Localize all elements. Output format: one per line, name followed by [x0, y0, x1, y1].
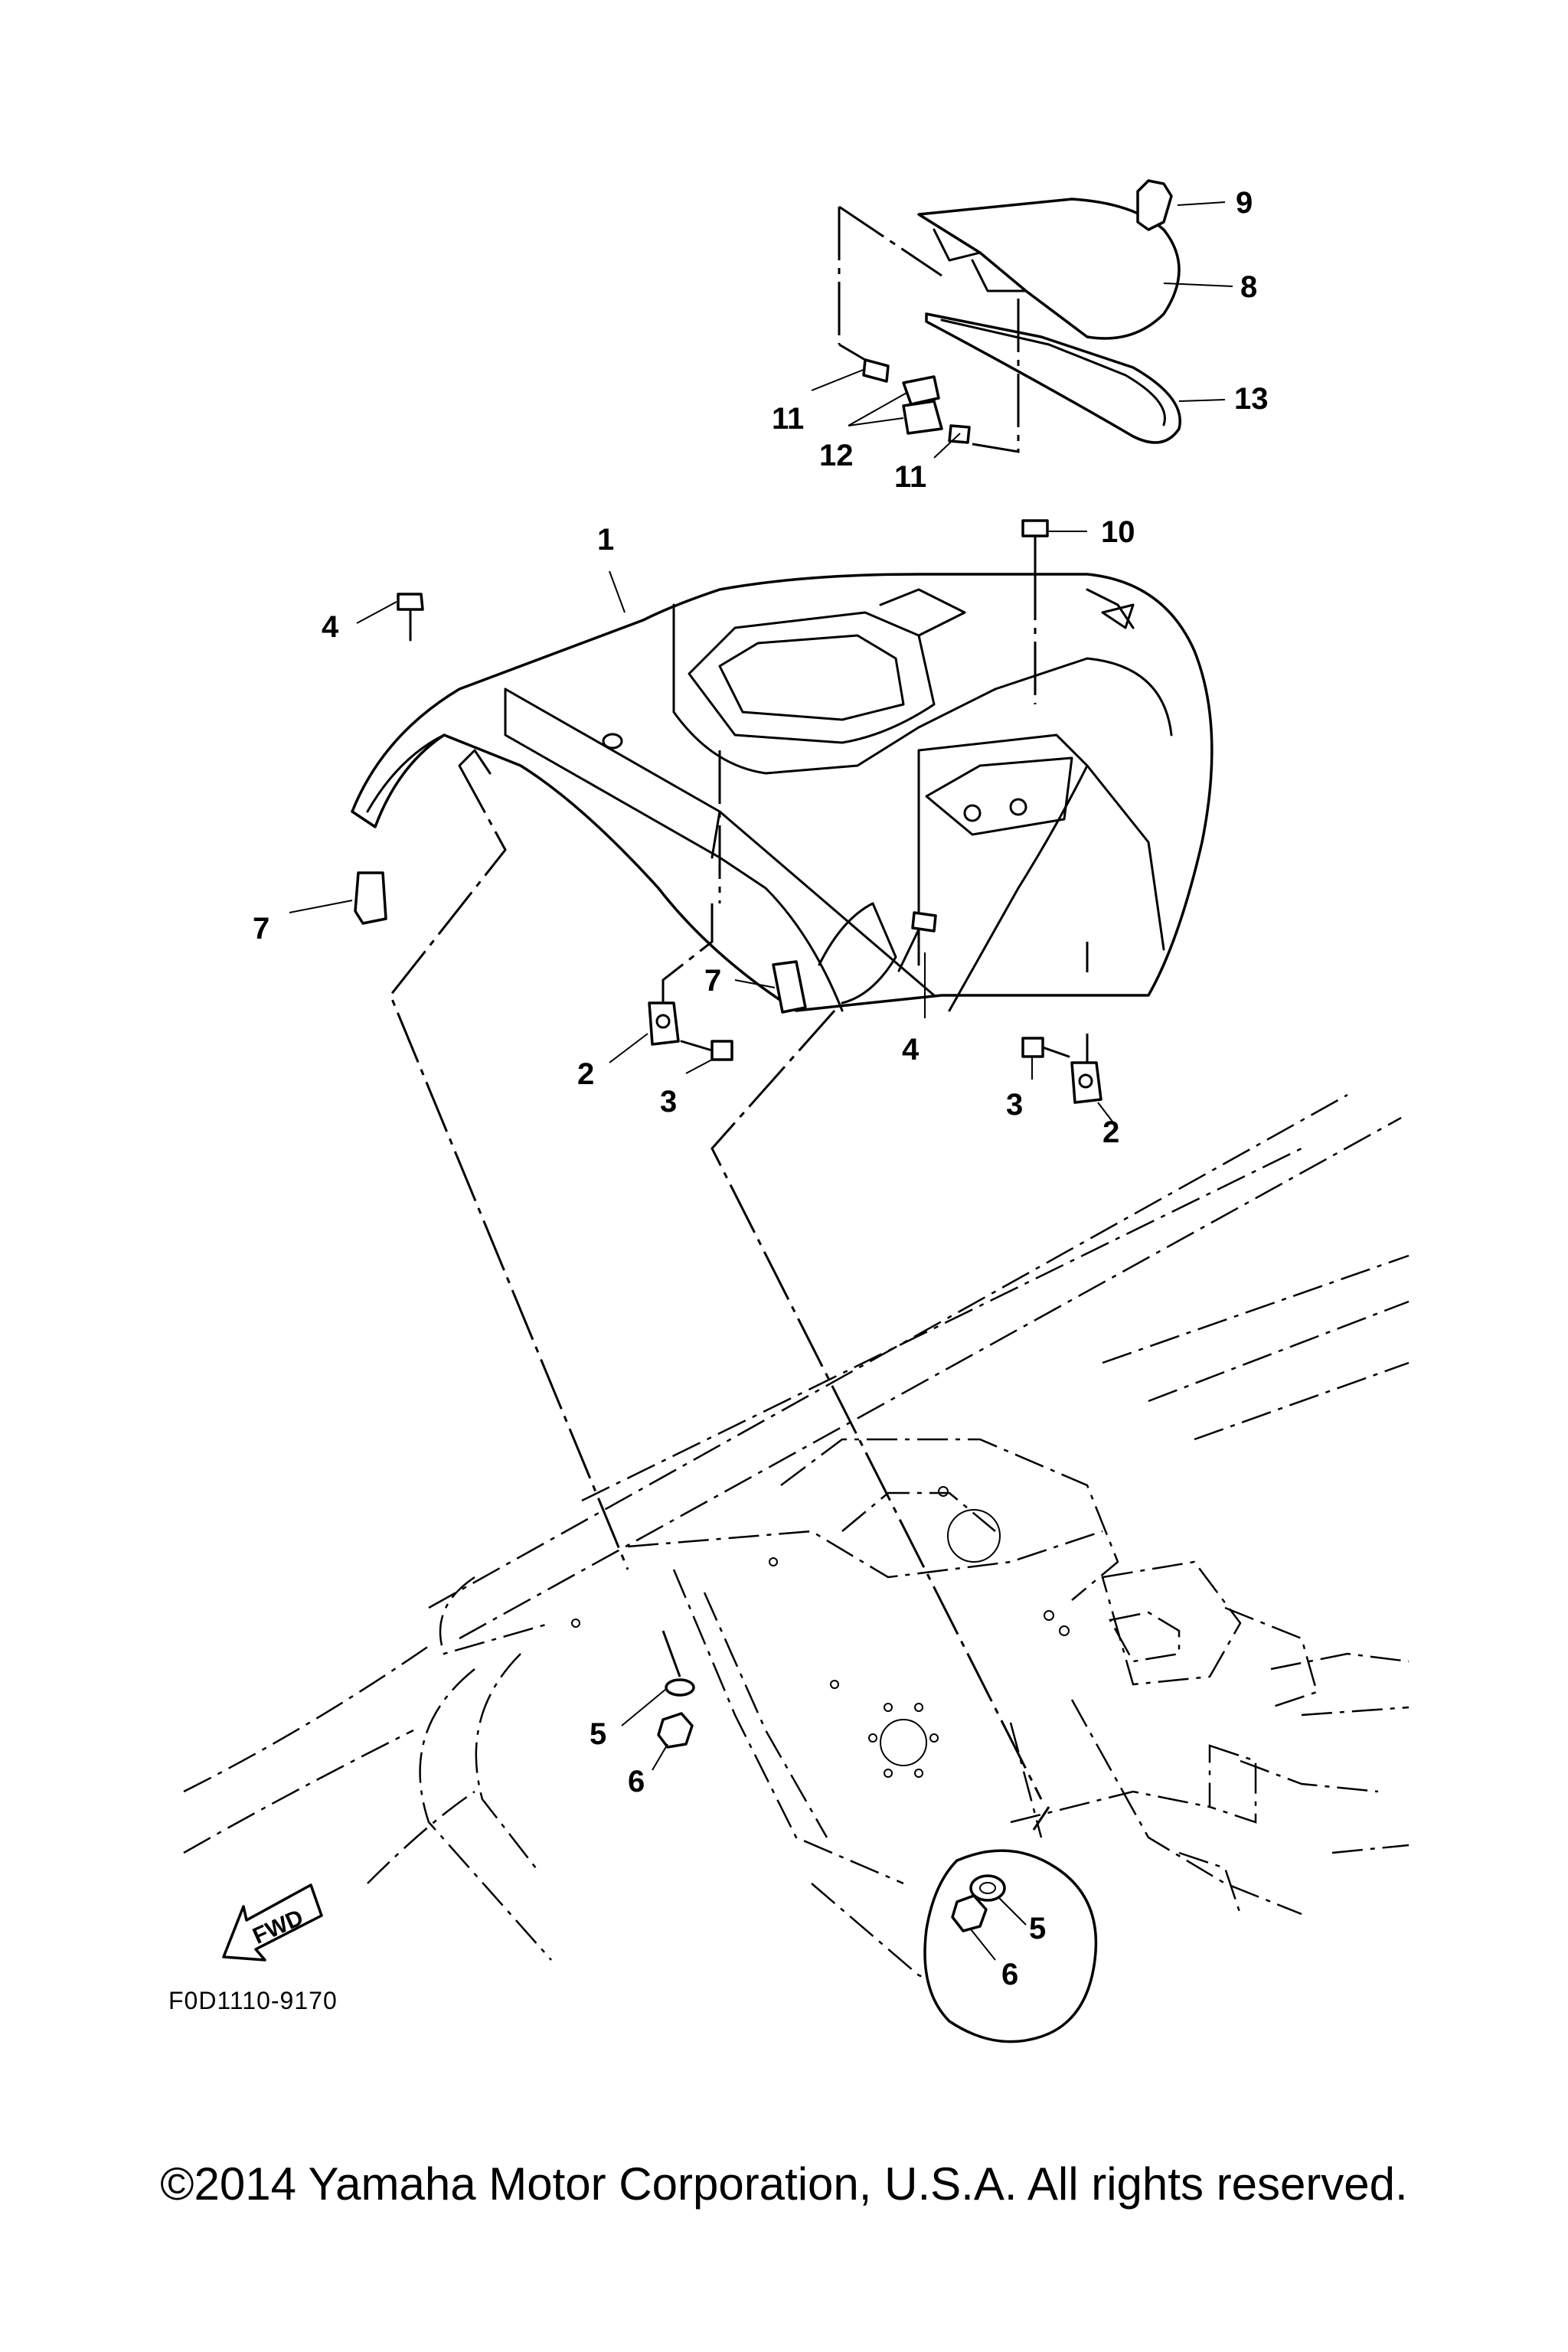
bolt-part-3-left [680, 1040, 733, 1061]
bolt-part-4-left [397, 593, 424, 642]
bracket-part-2-left [648, 1001, 680, 1046]
callout-6-left: 6 [628, 1765, 645, 1798]
callout-11-right: 11 [894, 460, 926, 494]
fwd-arrow: FWD [222, 1883, 323, 1962]
clip-part-7-right [772, 960, 807, 1014]
washer-nut-5-6-center [657, 1678, 695, 1749]
callout-4-left: 4 [322, 610, 339, 644]
callout-3-left: 3 [660, 1085, 677, 1119]
callout-5-left: 5 [590, 1717, 606, 1751]
bolt-part-4-right [897, 911, 937, 972]
copyright-notice: ©2014 Yamaha Motor Corporation, U.S.A. A… [160, 2158, 1408, 2210]
cap-part-9 [1136, 179, 1173, 231]
leader-lines [289, 201, 1233, 1961]
callout-10: 10 [1101, 515, 1135, 549]
bracket-part-2-right [1070, 1061, 1102, 1104]
callout-8: 8 [1240, 270, 1257, 304]
callout-7-right: 7 [704, 964, 721, 998]
seat-hatch-cover-part-8 [917, 198, 1181, 340]
callout-5-right: 5 [1029, 1912, 1046, 1945]
callout-2-left: 2 [577, 1057, 594, 1091]
figure-code: F0D1110-9170 [168, 1987, 338, 2014]
latch-parts-12 [902, 375, 943, 435]
callout-3-right: 3 [1006, 1088, 1023, 1122]
callout-11-left: 11 [772, 402, 804, 436]
seal-part-13 [925, 312, 1181, 444]
callout-7-left: 7 [253, 912, 270, 946]
callout-13: 13 [1234, 382, 1269, 416]
bolt-part-3-right [1021, 1037, 1070, 1058]
callout-labels: 9 8 13 10 11 12 11 1 4 7 7 4 2 3 3 2 5 6… [253, 186, 1269, 1991]
assembly-lines [389, 765, 1089, 1831]
callout-12: 12 [819, 439, 854, 472]
callout-1: 1 [597, 523, 614, 557]
callout-6-right: 6 [1001, 1958, 1018, 1991]
seat-support-part-1 [351, 573, 1214, 1012]
callout-2-right: 2 [1102, 1116, 1119, 1149]
callout-4-right: 4 [902, 1033, 920, 1067]
callout-9: 9 [1236, 186, 1253, 220]
clip-part-7-left [354, 871, 387, 925]
screw-part-10 [1021, 519, 1049, 704]
detail-inset [923, 1849, 1098, 2043]
hull-frame [183, 1093, 1410, 2007]
dash-line-seat-top [838, 205, 1020, 453]
